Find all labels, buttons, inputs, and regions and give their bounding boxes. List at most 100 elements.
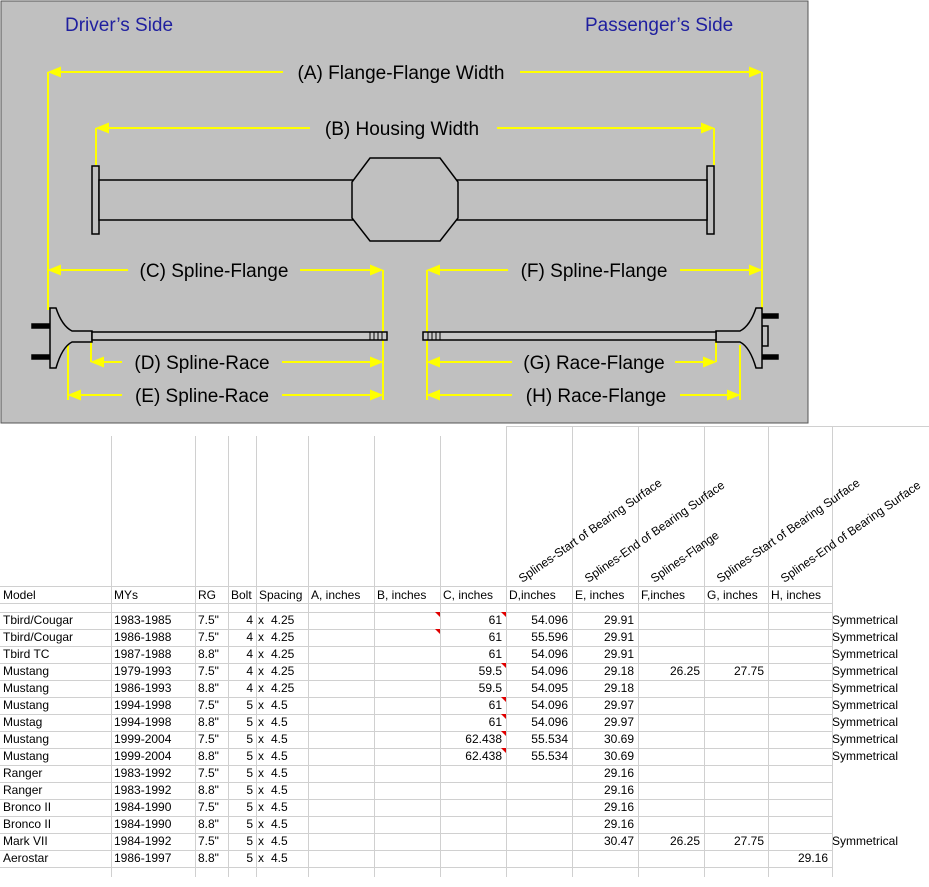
column-header: RG — [198, 588, 216, 602]
table-cell: 7.5" — [198, 613, 219, 627]
dimension-lines — [47, 66, 763, 401]
table-cell: 4.5 — [271, 800, 288, 814]
table-cell: 27.75 — [733, 834, 764, 848]
table-cell: 62.438 — [465, 732, 502, 746]
table-cell: 5 — [246, 800, 253, 814]
table-cell: 29.18 — [603, 681, 634, 695]
table-cell: 1994-1998 — [114, 715, 172, 729]
table-cell: 61 — [488, 698, 502, 712]
table-cell: 59.5 — [478, 664, 502, 678]
table-cell: 8.8" — [198, 783, 219, 797]
table-cell: 4.5 — [271, 698, 288, 712]
comment-marker[interactable] — [501, 663, 506, 668]
label-b: (B) Housing Width — [325, 119, 479, 140]
table-cell: x — [258, 766, 264, 780]
table-cell: 1999-2004 — [114, 749, 172, 763]
table-cell: 1984-1992 — [114, 834, 172, 848]
table-cell: 8.8" — [198, 681, 219, 695]
table-cell: Symmetrical — [832, 630, 899, 644]
table-cell: 1979-1993 — [114, 664, 172, 678]
comment-marker[interactable] — [435, 612, 440, 617]
right-axle-shaft — [422, 307, 779, 369]
table-cell: 1994-1998 — [114, 698, 172, 712]
table-cell: 5 — [246, 698, 253, 712]
column-header: G, inches — [707, 588, 758, 602]
table-cell: x — [258, 851, 264, 865]
comment-marker[interactable] — [501, 731, 506, 736]
table-cell: Symmetrical — [832, 647, 899, 661]
table-cell: Mustang — [3, 749, 50, 763]
table-cell: Aerostar — [3, 851, 49, 865]
column-header: Spacing — [259, 588, 303, 602]
label-g: (G) Race-Flange — [523, 353, 665, 374]
table-cell: x — [258, 630, 264, 644]
table-cell: 1984-1990 — [114, 800, 172, 814]
table-cell: x — [258, 681, 264, 695]
table-cell: 29.91 — [603, 630, 634, 644]
table-cell: 5 — [246, 817, 253, 831]
passengers-side-label: Passenger’s Side — [585, 15, 733, 36]
table-cell: 8.8" — [198, 647, 219, 661]
left-axle-shaft — [31, 307, 388, 369]
table-cell: 5 — [246, 851, 253, 865]
table-cell: 4.25 — [271, 613, 295, 627]
table-cell: 61 — [488, 715, 502, 729]
table-cell: 4.5 — [271, 749, 288, 763]
table-cell: 8.8" — [198, 817, 219, 831]
comment-marker[interactable] — [501, 697, 506, 702]
table-cell: Mark VII — [3, 834, 48, 848]
table-cell: Mustag — [3, 715, 43, 729]
table-cell: 27.75 — [733, 664, 764, 678]
table-cell: 4.5 — [271, 834, 288, 848]
table-cell: Bronco II — [3, 817, 52, 831]
table-cell: 7.5" — [198, 664, 219, 678]
table-cell: 61 — [488, 647, 502, 661]
table-cell: 29.91 — [603, 613, 634, 627]
label-e: (E) Spline-Race — [135, 386, 269, 407]
axle-housing — [91, 157, 715, 242]
column-header: D,inches — [509, 588, 556, 602]
label-f: (F) Spline-Flange — [521, 261, 668, 282]
table-cell: Tbird/Cougar — [3, 613, 74, 627]
table-cell: Mustang — [3, 664, 50, 678]
comment-marker[interactable] — [501, 714, 506, 719]
table-cell: 5 — [246, 766, 253, 780]
table-cell: 30.69 — [603, 749, 634, 763]
comment-marker[interactable] — [501, 612, 506, 617]
column-header: Model — [3, 588, 36, 602]
table-cell: 1983-1985 — [114, 613, 172, 627]
table-cell: 1986-1997 — [114, 851, 172, 865]
table-cell: 4.25 — [271, 681, 295, 695]
table-cell: 29.97 — [603, 715, 634, 729]
table-cell: 29.16 — [603, 783, 634, 797]
label-h: (H) Race-Flange — [526, 386, 666, 407]
column-header: A, inches — [311, 588, 361, 602]
table-cell: 5 — [246, 834, 253, 848]
table-cell: 4 — [246, 630, 253, 644]
table-cell: 5 — [246, 715, 253, 729]
table-cell: x — [258, 664, 264, 678]
table-cell: 7.5" — [198, 766, 219, 780]
table-cell: x — [258, 647, 264, 661]
table-cell: 59.5 — [478, 681, 502, 695]
table-cell: Symmetrical — [832, 664, 899, 678]
table-cell: 5 — [246, 783, 253, 797]
table-cell: x — [258, 613, 264, 627]
drivers-side-label: Driver’s Side — [65, 15, 173, 36]
table-cell: 29.18 — [603, 664, 634, 678]
table-cell: 54.096 — [531, 613, 568, 627]
column-header: E, inches — [575, 588, 625, 602]
table-cell: 55.534 — [531, 732, 568, 746]
table-cell: Tbird/Cougar — [3, 630, 74, 644]
table-cell: 4.5 — [271, 715, 288, 729]
table-cell: Symmetrical — [832, 681, 899, 695]
table-cell: 7.5" — [198, 800, 219, 814]
table-cell: x — [258, 834, 264, 848]
comment-marker[interactable] — [501, 748, 506, 753]
table-cell: Symmetrical — [832, 749, 899, 763]
comment-marker[interactable] — [435, 629, 440, 634]
table-cell: x — [258, 800, 264, 814]
table-cell: 1999-2004 — [114, 732, 172, 746]
table-cell: 54.095 — [531, 681, 568, 695]
